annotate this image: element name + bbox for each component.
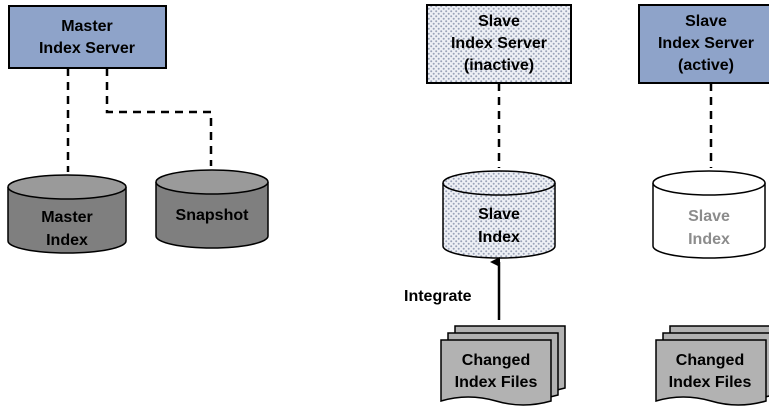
inactive-server-label-line3: (inactive) [464, 57, 534, 74]
inactive-files-label-line1: Changed [462, 352, 530, 369]
slave-inactive-index-cylinder: Slave Index [442, 170, 556, 259]
active-server-label-line1: Slave [685, 13, 727, 30]
active-server-label-line2: Index Server [658, 35, 754, 52]
inactive-files-label-line2: Index Files [455, 374, 538, 391]
active-index-label-line1: Slave [688, 208, 730, 225]
inactive-index-label-line2: Index [478, 229, 520, 246]
master-index-cylinder: Master Index [7, 174, 127, 254]
inactive-index-label-line1: Slave [478, 206, 520, 223]
active-files-label-line1: Changed [676, 352, 744, 369]
inactive-server-label-line2: Index Server [451, 35, 547, 52]
active-index-label-line2: Index [688, 231, 730, 248]
changed-index-files-inactive: Changed Index Files [440, 325, 566, 406]
changed-index-files-active: Changed Index Files [655, 325, 769, 406]
connector-master-server-snapshot [105, 68, 213, 166]
master-server-label-line1: Master [61, 18, 113, 35]
master-index-label-line1: Master [41, 209, 93, 226]
master-index-server: Master Index Server [8, 5, 167, 69]
connectors [66, 68, 713, 172]
integrate-label: Integrate [404, 288, 472, 305]
snapshot-cylinder: Snapshot [155, 169, 269, 249]
active-server-label-line3: (active) [678, 57, 734, 74]
master-index-label-line2: Index [46, 232, 88, 249]
slave-active-server: Slave Index Server (active) [638, 4, 769, 84]
snapshot-label: Snapshot [176, 207, 250, 224]
master-server-label-line2: Index Server [39, 40, 135, 57]
slave-active-index-cylinder: Slave Index [652, 170, 766, 259]
slave-inactive-server: Slave Index Server (inactive) [426, 4, 572, 84]
active-files-label-line2: Index Files [669, 374, 752, 391]
inactive-server-label-line1: Slave [478, 13, 520, 30]
